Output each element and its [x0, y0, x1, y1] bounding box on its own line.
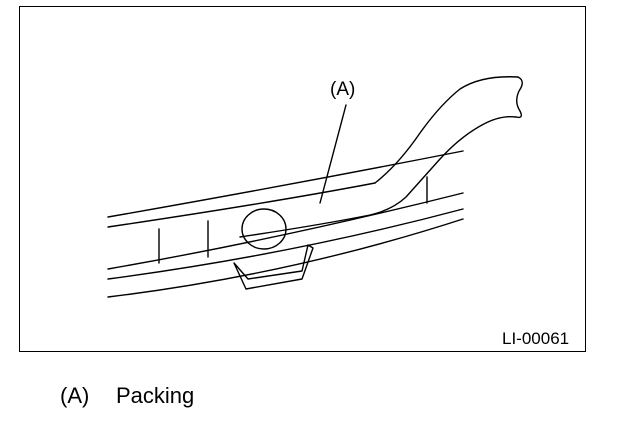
packing-upper-outline	[374, 76, 519, 184]
packing-end-cap	[515, 76, 523, 119]
legend-label: Packing	[116, 383, 195, 408]
callout-label-a: (A)	[330, 79, 356, 100]
lower-rail-bottom-edge	[107, 218, 464, 298]
figure-id: LI-00061	[502, 329, 570, 348]
packing-opening	[241, 208, 287, 250]
upper-rail-top-edge	[107, 150, 464, 218]
lower-rail-top-edge	[107, 192, 464, 270]
figure-frame: (A) LI-00061	[19, 6, 586, 352]
retainer-clip	[233, 244, 314, 290]
legend-key: (A)	[60, 383, 90, 408]
lower-rail-mid-edge	[107, 208, 464, 280]
legend: (A) Packing	[60, 383, 194, 409]
packing-illustration	[107, 76, 523, 298]
callout-leader-line	[319, 104, 347, 204]
packing-lower-outline	[239, 115, 517, 238]
upper-rail-bottom-edge	[107, 182, 376, 228]
